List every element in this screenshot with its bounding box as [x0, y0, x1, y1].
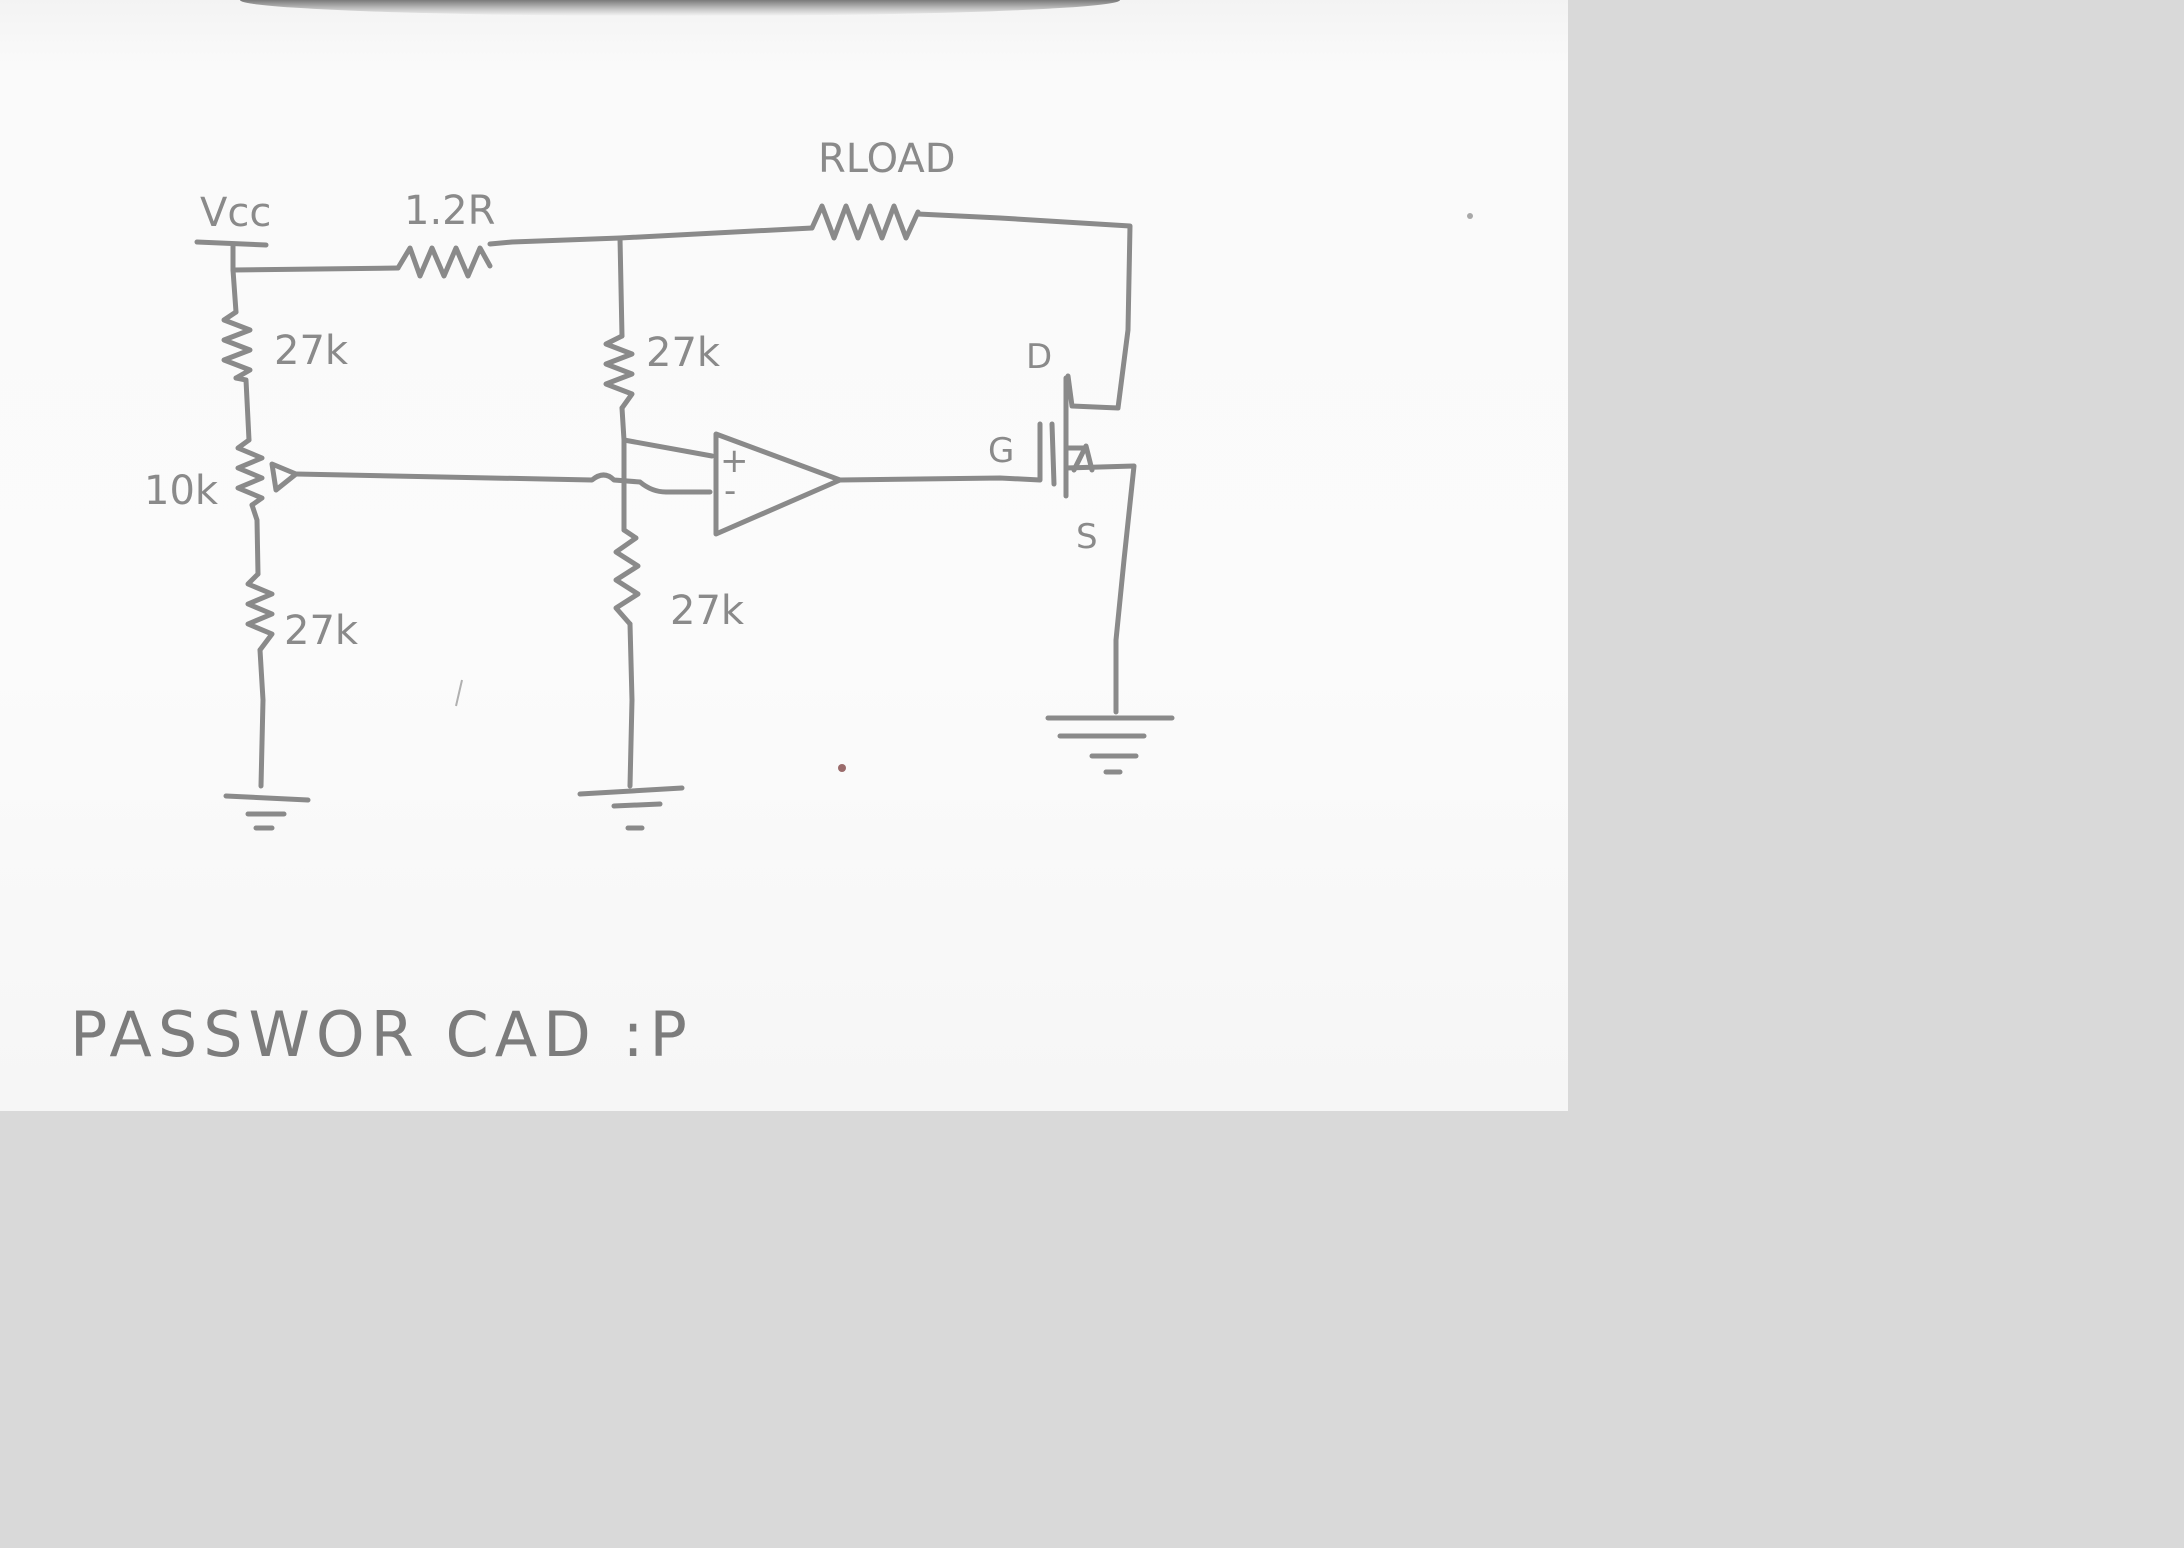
- potentiometer: [235, 437, 265, 508]
- paper-sheet: [0, 0, 1568, 1111]
- wire-vcc-to-supply-resistor: [230, 265, 401, 273]
- left-top-resistor: [221, 309, 253, 381]
- ink-speck: [838, 764, 846, 772]
- schematic: Vcc 1.2R RLOAD 27k 10k 27k 27k 27k + - D…: [70, 136, 1473, 1071]
- mid-bottom-resistor-label: 27k: [670, 588, 745, 634]
- supply-resistor-label: 1.2R: [404, 188, 495, 234]
- drain-label: D: [1026, 337, 1052, 377]
- left-bottom-resistor: [245, 571, 275, 653]
- wire-wiper-to-minus: [293, 471, 713, 495]
- wire-source-to-ground: [1063, 463, 1137, 715]
- opamp-plus-label: +: [720, 441, 749, 481]
- wire-node-to-load: [487, 225, 815, 247]
- wire-load-to-drain: [915, 211, 1133, 411]
- opamp-minus-label: -: [724, 471, 736, 511]
- wire-left-to-pot: [233, 375, 252, 443]
- paper-shadow: [240, 0, 1120, 16]
- ground-left: [223, 793, 311, 831]
- load-resistor-label: RLOAD: [818, 136, 956, 182]
- mid-top-resistor-label: 27k: [646, 330, 721, 376]
- opamp: [713, 431, 843, 537]
- potentiometer-wiper: [269, 461, 299, 493]
- mid-top-resistor: [603, 333, 635, 411]
- vcc-label: Vcc: [200, 190, 271, 236]
- wire-left-top: [230, 267, 239, 315]
- ink-speck: [1467, 213, 1473, 219]
- footer-note: PASSWOR CAD :P: [70, 998, 693, 1071]
- mosfet: [1049, 375, 1095, 499]
- pot-label: 10k: [144, 468, 219, 514]
- supply-resistor: [395, 245, 493, 279]
- ground-right: [1045, 715, 1175, 775]
- ground-mid: [577, 785, 685, 831]
- left-bottom-resistor-label: 27k: [284, 608, 359, 654]
- vcc-terminal: [194, 239, 269, 273]
- wire-mid-to-plus: [619, 405, 715, 459]
- mid-bottom-resistor: [613, 527, 641, 627]
- gate-label: G: [988, 431, 1014, 471]
- wire-left-to-ground: [257, 647, 266, 789]
- wire-opamp-to-gate: [837, 421, 1043, 483]
- wire-mid-to-ground: [627, 621, 635, 789]
- wire-mid-top: [617, 235, 625, 339]
- source-label: S: [1076, 517, 1098, 557]
- pencil-mark: [455, 679, 463, 707]
- load-resistor: [809, 203, 921, 241]
- wire-pot-to-lower: [249, 502, 261, 577]
- left-top-resistor-label: 27k: [274, 328, 349, 374]
